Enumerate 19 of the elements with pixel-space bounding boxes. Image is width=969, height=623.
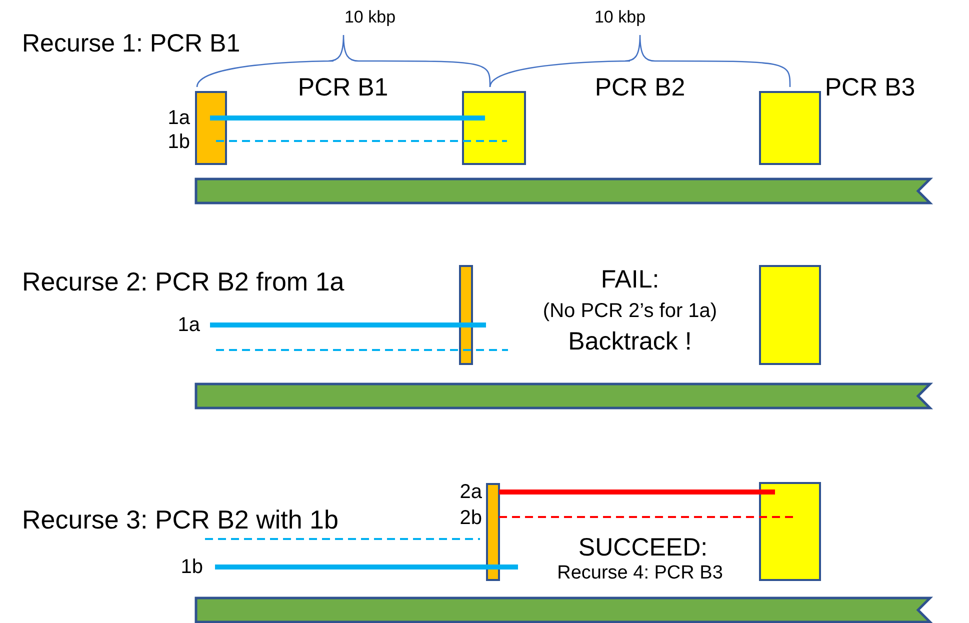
length-label: 10 kbp	[344, 8, 396, 28]
step-title: Recurse 1: PCR B1	[22, 30, 240, 58]
primer-label: 1a	[168, 107, 190, 129]
length-label: 10 kbp	[594, 8, 646, 28]
region-label: PCR B3	[824, 74, 916, 102]
step-title: Recurse 3: PCR B2 with 1b	[22, 506, 338, 534]
status-label: SUCCEED:	[578, 534, 708, 562]
region-label: PCR B1	[298, 74, 388, 102]
status-note: Recurse 4: PCR B3	[557, 564, 723, 584]
step-title: Recurse 2: PCR B2 from 1a	[22, 268, 344, 296]
primer-label: 1b	[180, 556, 203, 578]
primer-label: 2b	[460, 507, 482, 529]
primer-label: 1b	[168, 131, 190, 153]
region-label: PCR B2	[594, 74, 686, 102]
status-label: Backtrack !	[568, 328, 692, 356]
status-label: FAIL:	[600, 266, 660, 294]
primer-label: 1a	[178, 314, 200, 336]
status-note: (No PCR 2’s for 1a)	[542, 300, 718, 322]
primer-label: 2a	[460, 481, 482, 503]
